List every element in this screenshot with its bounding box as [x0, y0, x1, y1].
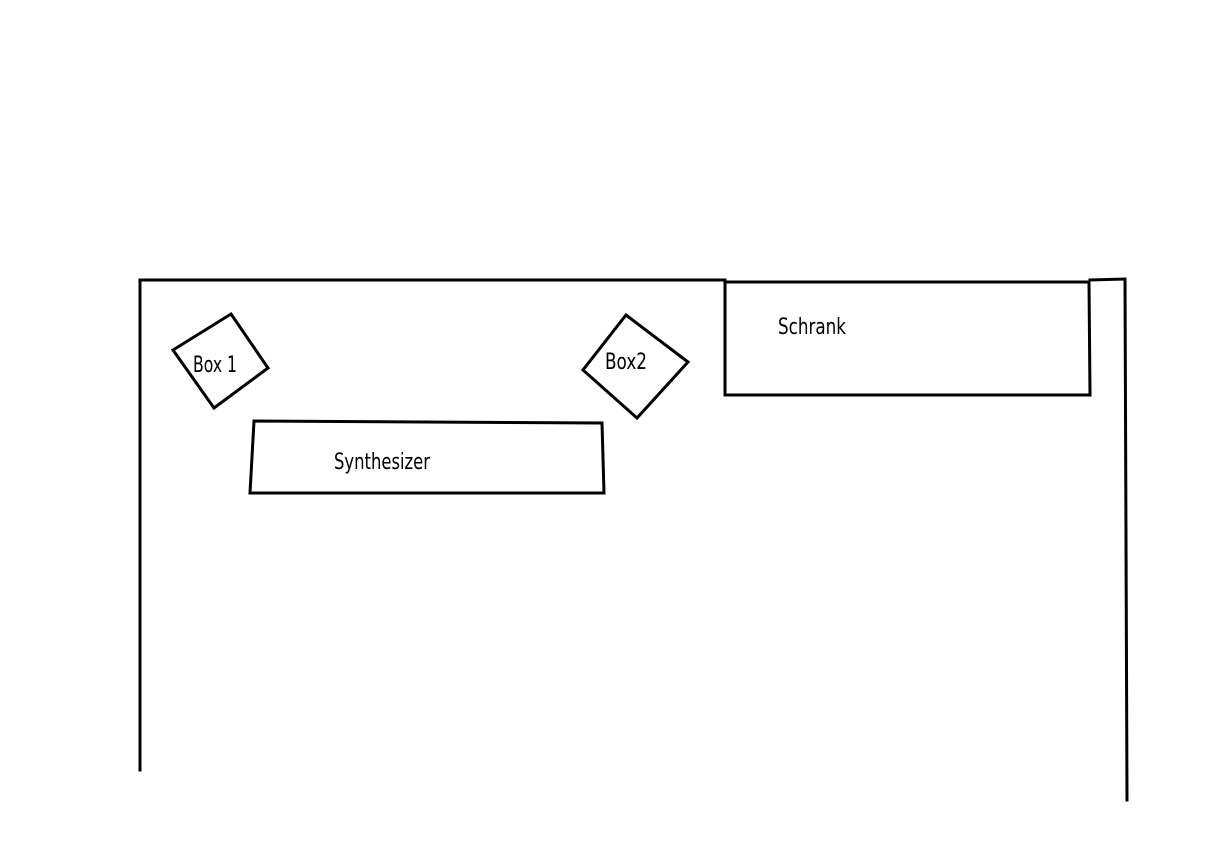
box1-label: Box 1	[193, 353, 237, 378]
schrank-label: Schrank	[778, 315, 846, 340]
wall-top-left-outline	[138, 278, 727, 772]
box1-shape	[170, 311, 271, 411]
synthesizer-shape	[248, 419, 606, 495]
box2-speaker: Box2	[580, 312, 691, 421]
box2-label: Box2	[605, 350, 647, 375]
schrank-cabinet: Schrank	[723, 280, 1092, 397]
synthesizer: Synthesizer	[248, 419, 606, 495]
wall-top-right	[1088, 277, 1129, 802]
box2-shape	[580, 312, 691, 421]
room-walls	[138, 277, 1129, 802]
box1-speaker: Box 1	[170, 311, 271, 411]
synthesizer-label: Synthesizer	[334, 450, 431, 475]
schrank-shape	[723, 280, 1092, 397]
